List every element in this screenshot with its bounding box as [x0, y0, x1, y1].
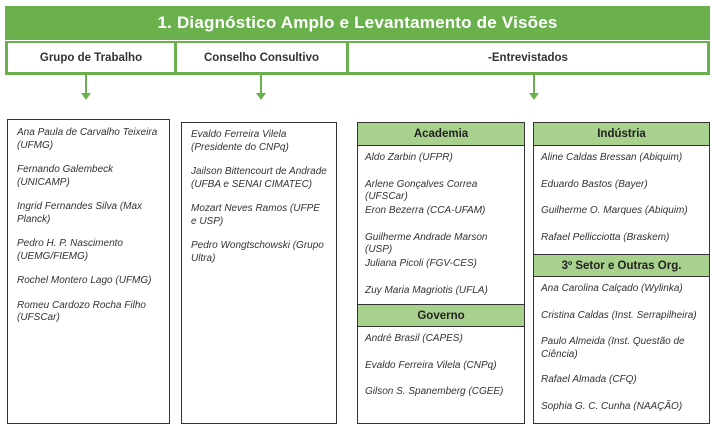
arrow-entrevistados — [533, 75, 535, 94]
list-item: Aldo Zarbin (UFPR) — [365, 152, 453, 163]
terceiro-setor-list: Ana Carolina Calçado (Wylinka) Cristina … — [534, 277, 709, 427]
terceiro-setor-header: 3º Setor e Outras Org. — [534, 254, 709, 277]
list-item: Guilherme O. Marques (Abiquim) — [541, 205, 688, 216]
academia-list: Aldo Zarbin (UFPR) Arlene Gonçalves Corr… — [358, 146, 524, 304]
list-item: Sophia G. C. Cunha (NAAÇÃO) — [541, 400, 683, 412]
arrow-head-entrevistados — [529, 93, 539, 100]
governo-list: André Brasil (CAPES) Evaldo Ferreira Vil… — [358, 327, 524, 413]
arrow-grupo — [85, 75, 87, 94]
header-entrevistados: -Entrevistados — [349, 41, 710, 75]
list-item: Ana Carolina Calçado (Wylinka) — [541, 283, 683, 294]
list-item: Romeu Cardozo Rocha Filho (UFSCar) — [17, 299, 146, 324]
list-item: André Brasil (CAPES) — [365, 333, 463, 344]
list-item: Gilson S. Spanemberg (CGEE) — [365, 386, 504, 397]
list-item: Ingrid Fernandes Silva (Max Planck) — [17, 201, 143, 225]
list-item: Pedro H. P. Nascimento (UEMG/FIEMG) — [17, 238, 123, 262]
header-conselho-consultivo: Conselho Consultivo — [177, 41, 349, 75]
list-item: Guilherme Andrade Marson (USP) — [365, 231, 488, 256]
industria-list: Aline Caldas Bressan (Abiquim) Eduardo B… — [534, 146, 709, 254]
list-item: Mozart Neves Ramos (UFPE e USP) — [191, 203, 320, 227]
header-grupo-de-trabalho: Grupo de Trabalho — [5, 41, 177, 75]
list-item: Pedro Wongtschowski (Grupo Ultra) — [191, 240, 324, 264]
grupo-de-trabalho-list: Ana Paula de Carvalho Teixeira (UFMG) Fe… — [7, 119, 170, 424]
list-item: Arlene Gonçalves Correa (UFSCar) — [365, 178, 478, 203]
industria-header: Indústria — [534, 123, 709, 146]
conselho-consultivo-list: Evaldo Ferreira Vilela (Presidente do CN… — [181, 122, 337, 424]
list-item: Rafael Pellicciotta (Braskem) — [541, 231, 670, 243]
list-item: Paulo Almeida (Inst. Questão de Ciência) — [541, 336, 685, 360]
list-item: Jailson Bittencourt de Andrade (UFBA e S… — [191, 166, 327, 190]
list-item: Evaldo Ferreira Vilela (Presidente do CN… — [191, 129, 289, 153]
arrow-conselho — [260, 75, 262, 94]
arrow-head-grupo — [81, 93, 91, 100]
academia-governo-panel: Academia Aldo Zarbin (UFPR) Arlene Gonça… — [357, 122, 525, 424]
list-item: Ana Paula de Carvalho Teixeira (UFMG) — [17, 127, 158, 151]
list-item: Aline Caldas Bressan (Abiquim) — [541, 152, 683, 163]
list-item: Rafael Almada (CFQ) — [541, 374, 637, 385]
diagram-title: 1. Diagnóstico Amplo e Levantamento de V… — [5, 6, 710, 40]
arrow-head-conselho — [256, 93, 266, 100]
list-item: Eron Bezerra (CCA-UFAM) — [365, 205, 486, 216]
list-item: Zuy Maria Magriotis (UFLA) — [365, 284, 488, 296]
list-item: Fernando Galembeck (UNICAMP) — [17, 164, 114, 188]
list-item: Evaldo Ferreira Vilela (CNPq) — [365, 359, 497, 371]
governo-header: Governo — [358, 304, 524, 327]
list-item: Cristina Caldas (Inst. Serrapilheira) — [541, 309, 697, 321]
column-header-row: Grupo de Trabalho Conselho Consultivo -E… — [5, 41, 710, 75]
list-item: Rochel Montero Lago (UFMG) — [17, 275, 152, 286]
list-item: Juliana Picoli (FGV-CES) — [365, 258, 477, 269]
academia-header: Academia — [358, 123, 524, 146]
industria-terceiro-setor-panel: Indústria Aline Caldas Bressan (Abiquim)… — [533, 122, 710, 424]
list-item: Eduardo Bastos (Bayer) — [541, 178, 648, 190]
